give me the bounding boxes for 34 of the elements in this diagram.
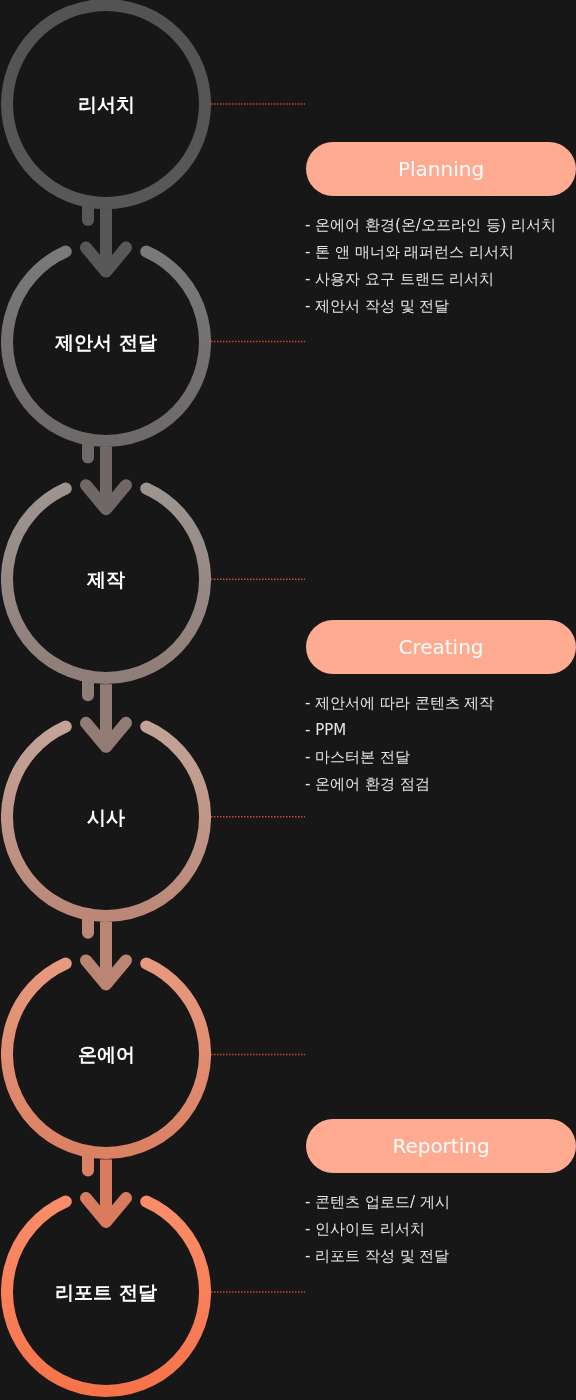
phase-pill bbox=[306, 620, 576, 674]
list-item: - 온에어 환경(온/오프라인 등) 리서치 bbox=[305, 214, 557, 236]
step-label: 리포트 전달 bbox=[55, 1280, 157, 1305]
dotted-line bbox=[210, 103, 306, 105]
list-item: - 톤 앤 매너와 래퍼런스 리서치 bbox=[305, 241, 515, 263]
arrow bbox=[80, 446, 132, 516]
phase-title: Planning bbox=[397, 156, 485, 182]
dotted-line bbox=[210, 1291, 306, 1293]
list-item: - 마스터본 전달 bbox=[305, 746, 410, 768]
arrow bbox=[80, 684, 132, 753]
step-label: 제안서 전달 bbox=[55, 329, 157, 355]
list-item: - 제안서에 따라 콘텐츠 제작 bbox=[305, 692, 495, 714]
dotted-line bbox=[210, 816, 306, 818]
phase-title: Creating bbox=[398, 634, 484, 660]
step-label: 제작 bbox=[87, 567, 125, 593]
list-item: - 제안서 작성 및 전달 bbox=[305, 295, 450, 317]
phase-pill bbox=[306, 142, 576, 196]
phase-title: Reporting bbox=[392, 1133, 490, 1159]
dotted-line bbox=[210, 1053, 306, 1056]
step-label: 온에어 bbox=[77, 1042, 135, 1068]
phase-pill bbox=[306, 1119, 576, 1173]
list-item: - 콘텐츠 업로드/ 게시 bbox=[305, 1191, 450, 1213]
list-item: - PPM bbox=[305, 719, 347, 741]
list-item: - 사용자 요구 트랜드 리서치 bbox=[305, 268, 495, 290]
arrow bbox=[80, 921, 132, 991]
step-label: 리서치 bbox=[77, 92, 135, 117]
dotted-line bbox=[210, 578, 306, 580]
arrow bbox=[80, 1159, 132, 1228]
step-label: 시사 bbox=[87, 804, 125, 830]
list-item: - 온에어 환경 점검 bbox=[305, 773, 430, 795]
arrow bbox=[80, 209, 132, 278]
list-item: - 리포트 작성 및 전달 bbox=[305, 1245, 450, 1267]
dotted-line bbox=[210, 340, 306, 343]
list-item: - 인사이트 리서치 bbox=[305, 1218, 425, 1240]
